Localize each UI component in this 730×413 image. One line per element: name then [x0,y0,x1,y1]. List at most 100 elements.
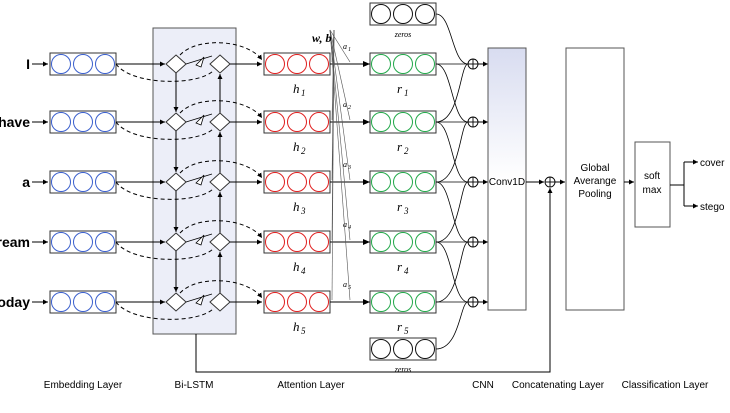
embedding-cell [49,230,117,254]
hidden-subscript: 1 [301,88,306,98]
r-cell [369,52,437,76]
lstm-flow-icon [195,174,205,186]
hidden-state-cell [263,290,331,314]
attention-weight-sub: 1 [348,47,351,53]
embedding-cell [49,110,117,134]
window-plus-icon [467,236,479,248]
hidden-state-cell [263,230,331,254]
softmax-label-1: soft [644,171,660,182]
window-plus-icon [467,176,479,188]
backward-lstm-node [209,292,231,312]
hidden-label: h [293,259,300,274]
layer-label-embedding: Embedding Layer [44,380,123,391]
weights-label: w, b [312,31,332,45]
r-subscript: 2 [404,146,409,156]
pooling-label-1: Global [581,163,610,174]
backward-lstm-node [209,232,231,252]
softmax-box [634,141,671,228]
zeros-label: zeros [394,365,412,374]
r-cell [369,170,437,194]
output-cover: cover [700,158,725,169]
r-cell [369,110,437,134]
hidden-subscript: 4 [301,266,306,276]
embedding-cell [49,170,117,194]
embed-to-backward-dashed [115,181,215,200]
hidden-label: h [293,81,300,96]
hidden-subscript: 5 [301,326,306,336]
softmax-output-branch [670,162,685,206]
window-connection [435,181,488,303]
softmax-label-2: max [643,185,662,196]
backward-lstm-node [209,54,231,74]
pooling-box [565,47,625,311]
attention-weight-label: a [343,280,347,289]
r-label: r [397,81,403,96]
attention-weight-label: a [343,100,347,109]
attention-weight-line [329,29,351,301]
embed-to-backward-dashed [115,121,215,140]
pooling-label-3: Pooling [578,189,611,200]
window-connection [435,13,488,123]
lstm-flow-icon [195,114,205,126]
embed-to-backward-dashed [115,241,215,260]
r-cell [369,290,437,314]
lstm-cross-line [185,173,213,183]
concat-plus-icon [544,176,556,188]
window-connection [435,241,488,350]
lstm-cross-line [185,113,213,123]
skip-connection [195,188,553,373]
lstm-to-hidden-dashed [179,160,263,179]
attention-weight-label: a [343,220,347,229]
embedding-cell [49,52,117,76]
window-connection [435,63,488,183]
r-subscript: 3 [403,206,409,216]
lstm-to-hidden-dashed [179,220,263,239]
attention-weight-sub: 4 [348,224,351,231]
lstm-cross-line [185,293,213,303]
r-subscript: 5 [404,326,409,336]
attention-weight-line [329,29,351,181]
embedding-cell [49,290,117,314]
layer-label-concatenating: Concatenating Layer [512,380,605,391]
hidden-state-cell [263,110,331,134]
hidden-state-cell [263,170,331,194]
r-label: r [397,319,403,334]
layer-label-attention: Attention Layer [277,380,345,391]
lstm-to-hidden-dashed [179,280,263,299]
hidden-state-cell [263,52,331,76]
r-subscript: 4 [404,266,409,276]
r-label: r [397,139,403,154]
r-subscript: 1 [404,88,409,98]
lstm-flow-icon [195,234,205,246]
zeros-top: zeros [369,2,437,39]
window-plus-icon [467,296,479,308]
attention-weight-line [329,29,351,63]
r-cell [369,230,437,254]
input-word: a [22,174,30,190]
backward-lstm-node [209,172,231,192]
attention-weight-label: a [343,160,347,169]
attention-weight-line [329,29,351,121]
window-plus-icon [467,116,479,128]
attention-weight-sub: 2 [348,105,351,111]
attention-weight-line [329,29,351,241]
pooling-label-2: Averange [574,176,617,187]
lstm-flow-icon [195,294,205,306]
lstm-flow-icon [195,56,205,68]
conv1d-label: Conv1D [489,177,525,188]
zeros-bottom: zeros [369,337,437,374]
zeros-cell [369,337,437,361]
hidden-subscript: 3 [300,206,306,216]
hidden-label: h [293,139,300,154]
layer-label-bilstm: Bi-LSTM [175,380,214,391]
window-connection [435,121,488,243]
cnn-box [487,47,527,311]
attention-weight-sub: 5 [348,285,351,291]
layer-label-cnn: CNN [472,380,494,391]
zeros-label: zeros [394,30,412,39]
backward-lstm-node [209,112,231,132]
